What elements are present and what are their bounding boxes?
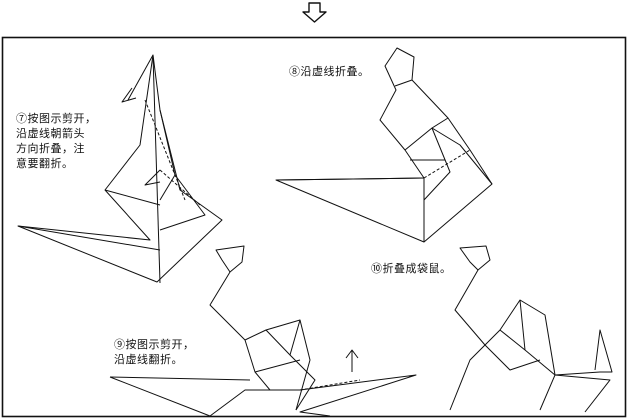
step8-caption: ⑧沿虚线折叠。 [289,64,370,79]
step8-figure [275,47,493,243]
step8-line-1: ⑧沿虚线折叠。 [289,65,370,78]
step9-line-2: 沿虚线翻折。 [114,353,183,366]
step10-figure [449,245,613,413]
step9-line-1: ⑨按图示剪开， [114,338,195,351]
step7-line-1: ⑦按图示剪开， [16,112,97,125]
step9-caption: ⑨按图示剪开， 沿虚线翻折。 [114,337,195,367]
step7-line-3: 方向折叠，注 [16,142,85,155]
step10-caption: ⑩折叠成袋鼠。 [371,261,452,276]
step7-line-4: 意要翻折。 [16,157,74,170]
step7-line-2: 沿虚线朝箭头 [16,127,85,140]
step9-figure [109,245,417,417]
step7-caption: ⑦按图示剪开， 沿虚线朝箭头 方向折叠，注 意要翻折。 [16,111,97,171]
down-arrow-icon [302,2,327,23]
step10-line-1: ⑩折叠成袋鼠。 [371,262,452,275]
step7-figure [17,54,223,284]
diagram-frame [1,36,627,418]
